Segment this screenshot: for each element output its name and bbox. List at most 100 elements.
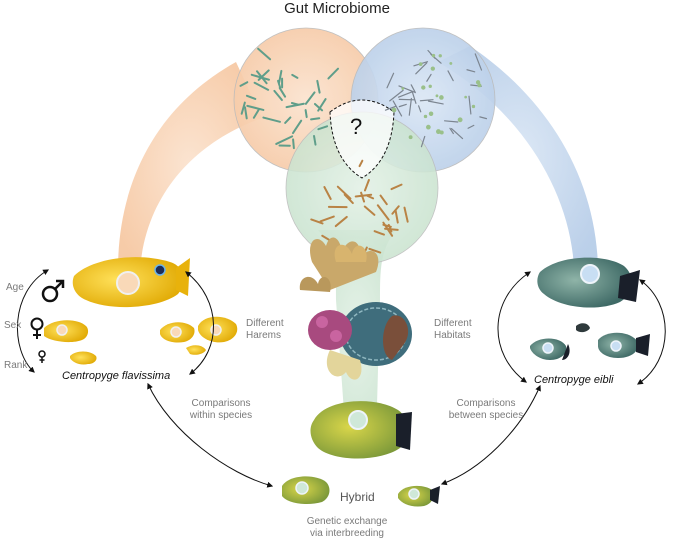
microbe-mark [391,107,397,113]
microbes-green-left [239,47,340,150]
microbe-mark [290,101,299,106]
male-symbol-icon [41,279,65,303]
microbe-mark [386,72,395,89]
microbe-mark [449,127,454,135]
microbe-mark [291,73,299,79]
coral-reef-illustration [299,237,412,380]
microbe-mark [313,102,324,112]
microbe-mark [466,69,476,73]
label-genetic-exchange: Genetic exchange via interbreeding [306,516,388,539]
microbe-mark [450,128,464,140]
microbe-mark [390,183,403,191]
microbe-mark [292,138,295,150]
species-eibli: Centropyge eibli [534,374,614,386]
microbe-mark [334,215,348,228]
microbe-mark [343,193,354,205]
microbe-mark [479,116,488,120]
microbe-mark [277,79,282,89]
microbe-mark [239,81,249,87]
microbe-mark [354,193,373,198]
microbe-mark [447,70,454,82]
microbe-mark [423,114,428,119]
microbe-mark [366,194,375,200]
microbe-mark [403,206,409,223]
microbe-mark [250,73,270,81]
microbe-mark [420,135,426,148]
microbe-mark [253,81,270,91]
microbe-mark [379,194,388,206]
microbe-mark [398,85,416,93]
label-different-harems: Different Harems [246,318,284,341]
microbe-mark [284,116,292,124]
microbe-mark [363,178,370,192]
fish-eibli-small-group [530,323,650,360]
microbe-mark [316,79,321,94]
microbe-mark [431,53,436,58]
microbe-mark [336,185,352,200]
label-different-habitats: Different Habitats [434,318,472,341]
microbe-mark [310,117,321,121]
label-within-species: Comparisons within species [189,398,253,421]
microbe-mark [363,205,376,216]
female-symbol-icon [30,317,44,339]
left-cycle-arrow [17,269,50,373]
microbe-mark [243,106,248,120]
microbe-mark [310,218,324,225]
label-sex: Sex [4,320,22,331]
microbe-mark [323,186,332,201]
microbe-mark [467,124,475,129]
between-species-arrow [440,384,541,486]
female-small-symbol-icon [38,350,46,363]
microbe-mark [474,53,483,71]
microbe-mark [430,66,435,71]
microbe-mark [384,227,399,231]
microbe-mark [408,135,413,140]
microbe-mark [304,91,316,105]
microbe-mark [443,120,459,123]
microbe-mark [389,89,404,102]
microbe-mark [427,100,444,105]
microbe-mark [426,73,432,82]
microbe-mark [278,86,287,98]
microbe-mark [439,95,444,100]
microbe-mark [252,108,260,119]
label-hybrid: Hybrid [340,490,375,504]
microbe-mark [401,87,405,90]
right-habitat-arrow [497,271,531,383]
microbe-mark [471,104,476,109]
microbe-mark [415,62,428,75]
within-species-arrow [147,382,274,488]
label-age: Age [6,282,24,293]
microbe-mark [392,100,403,117]
microbe-mark [418,62,423,66]
fish-flavissima-small [70,351,97,365]
microbes-blue-right [384,49,488,148]
microbe-mark [278,69,283,84]
microbe-mark [245,94,257,100]
microbe-mark [398,103,407,108]
microbe-mark [468,95,472,115]
microbe-mark [304,109,308,119]
microbe-mark [397,91,413,98]
venn-overlap-center [329,99,395,179]
microbe-mark [421,85,426,90]
microbe-mark [358,159,364,168]
left-harem-arrow [185,271,214,375]
fish-hybrid-bottom [282,476,440,507]
microbe-mark [291,119,303,135]
microbe-mark [464,95,468,99]
microbe-mark [436,129,441,135]
microbe-mark [273,89,283,102]
microbe-mark [373,230,385,236]
microbe-mark [387,223,393,233]
microbe-mark [449,61,453,65]
microbe-mark [275,135,294,145]
microbe-mark [475,80,481,85]
microbe-mark [411,91,417,104]
fish-eibli-large [537,257,640,308]
microbe-mark [246,104,265,111]
microbe-mark [438,54,442,58]
fish-hybrid-center [310,401,412,459]
fish-flavissima-female [44,320,89,343]
